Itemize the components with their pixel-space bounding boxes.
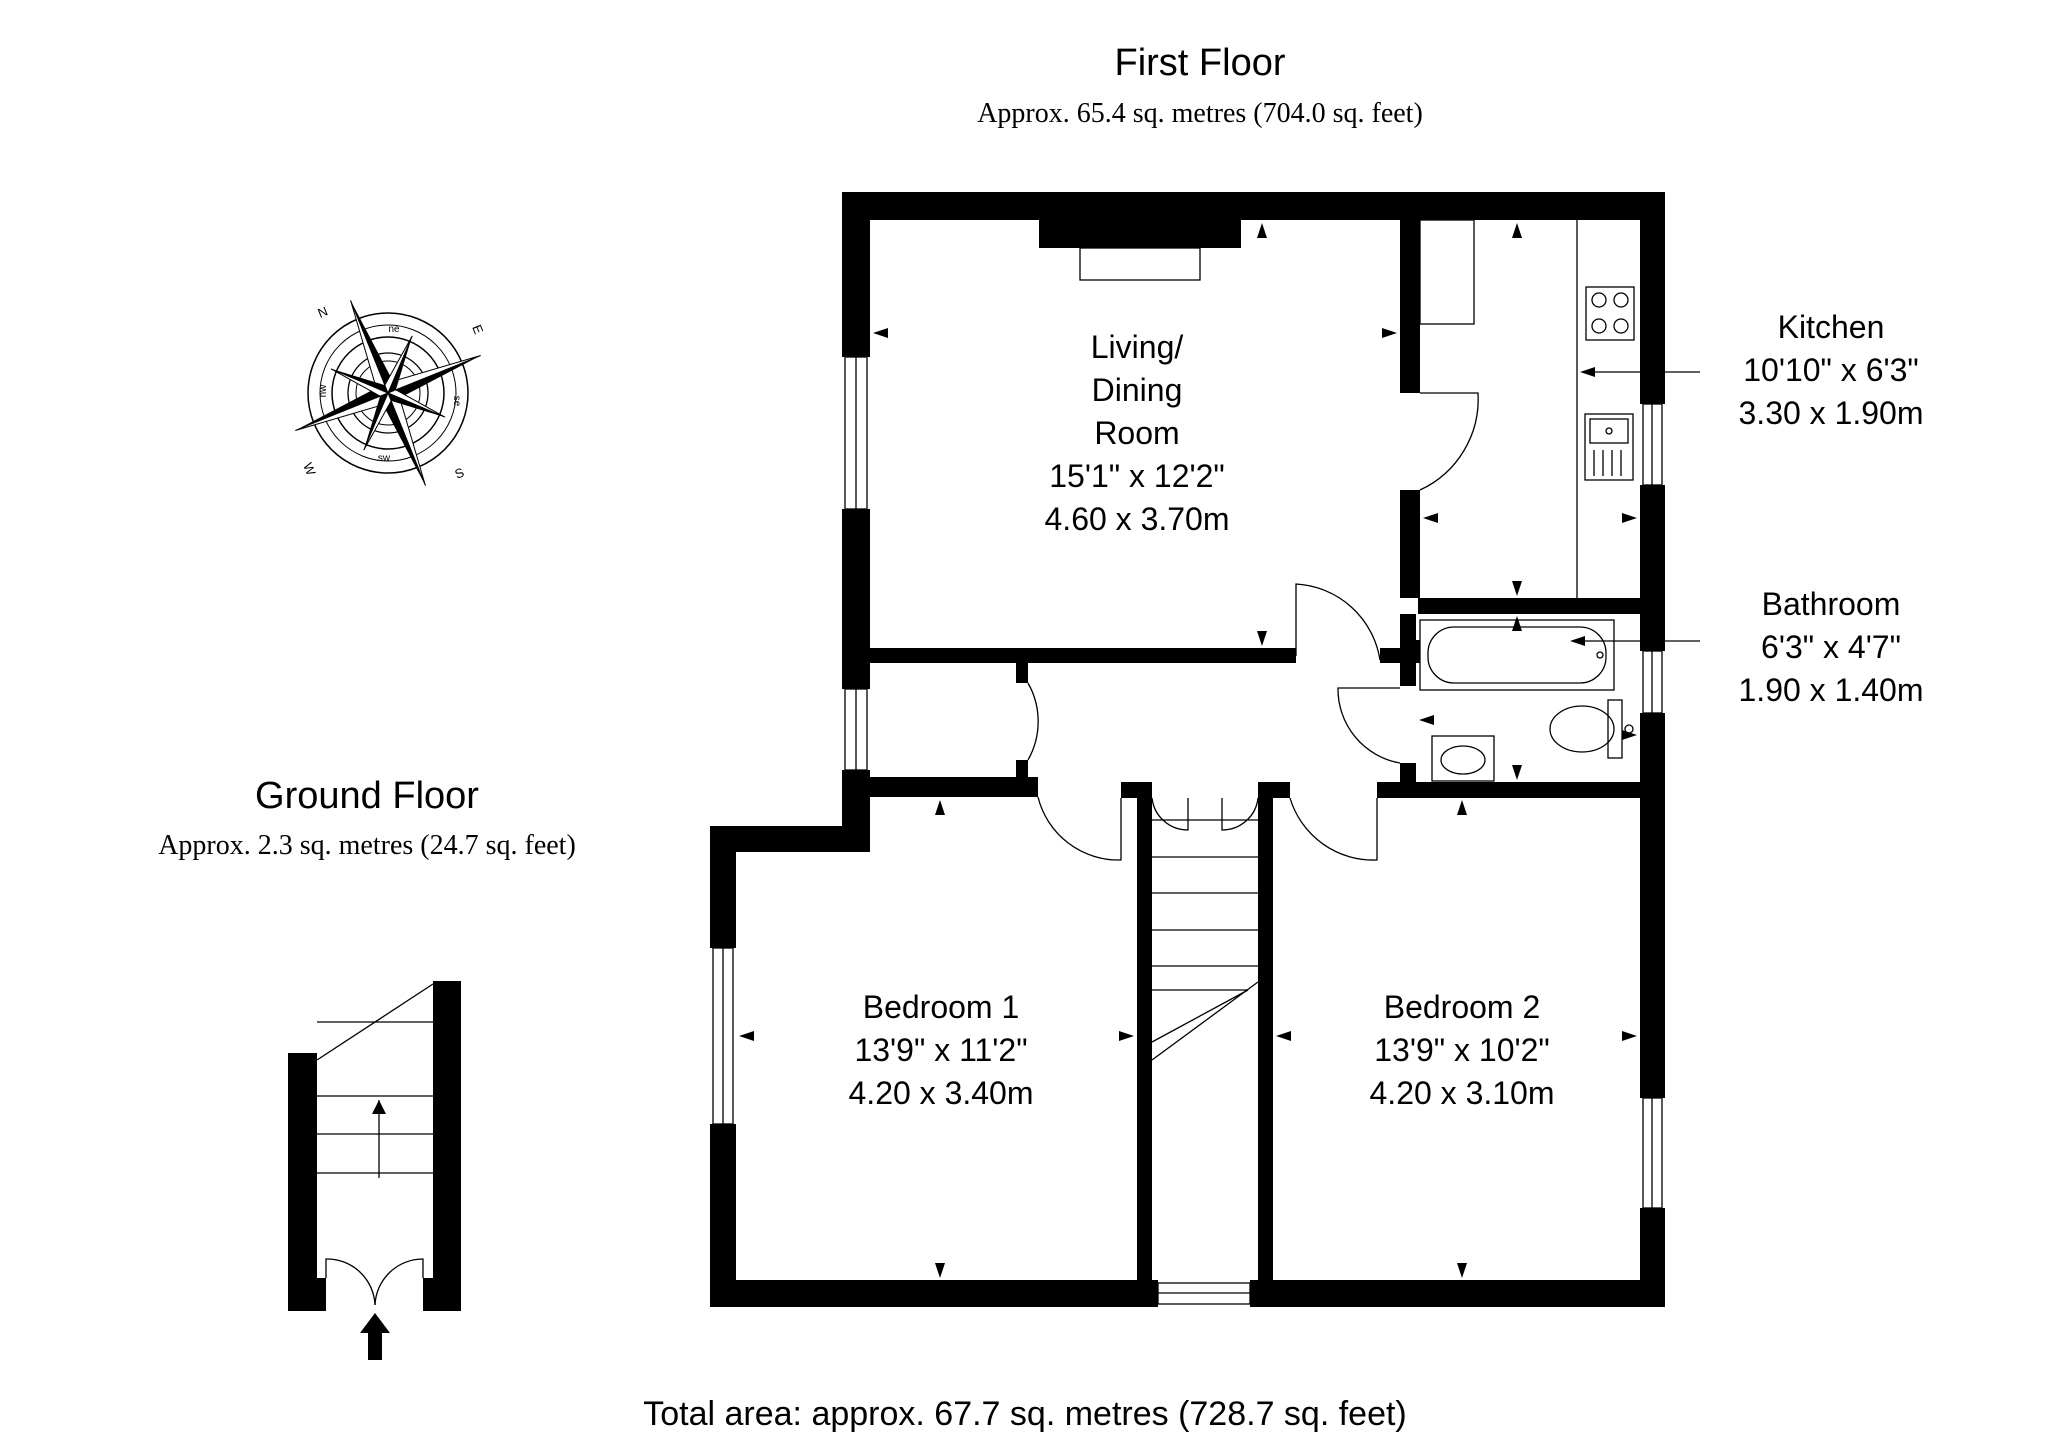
kitchen-sink-icon xyxy=(1584,413,1634,481)
dimension-markers xyxy=(739,223,1700,1278)
windows xyxy=(712,356,1663,1305)
bedroom2-imperial: 13'9" x 10'2" xyxy=(1374,1032,1550,1068)
first-floor-title: First Floor xyxy=(1115,42,1286,84)
bedroom1-metric: 4.20 x 3.40m xyxy=(849,1075,1034,1111)
fixtures xyxy=(1079,219,1635,1061)
ground-floor-area: Approx. 2.3 sq. metres (24.7 sq. feet) xyxy=(158,830,576,861)
compass-w: W xyxy=(300,461,319,479)
ground-floor-title: Ground Floor xyxy=(255,775,479,817)
room-label-living: Living/ Dining Room 15'1" x 12'2" 4.60 x… xyxy=(1045,329,1230,537)
bathroom-name: Bathroom xyxy=(1762,586,1901,622)
bedroom1-imperial: 13'9" x 11'2" xyxy=(854,1032,1027,1068)
bedroom1-name: Bedroom 1 xyxy=(863,989,1020,1025)
kitchen-imperial: 10'10" x 6'3" xyxy=(1743,352,1919,388)
ground-floor-plan xyxy=(288,981,461,1360)
living-name-1: Living/ xyxy=(1091,329,1184,365)
bathroom-imperial: 6'3" x 4'7" xyxy=(1761,629,1901,665)
entrance-arrow-icon xyxy=(360,1313,390,1360)
bedroom2-metric: 4.20 x 3.10m xyxy=(1370,1075,1555,1111)
compass-e: E xyxy=(469,323,486,337)
room-label-bathroom: Bathroom 6'3" x 4'7" 1.90 x 1.40m xyxy=(1739,586,1924,708)
kitchen-name: Kitchen xyxy=(1778,309,1885,345)
living-name-2: Dining xyxy=(1092,372,1183,408)
compass-s: S xyxy=(453,465,467,482)
staircase xyxy=(1151,819,1259,1061)
compass-ne: ne xyxy=(388,324,400,335)
first-floor-walls xyxy=(710,192,1665,1307)
room-label-kitchen: Kitchen 10'10" x 6'3" 3.30 x 1.90m xyxy=(1739,309,1924,431)
compass-se: se xyxy=(451,396,462,407)
hob-icon xyxy=(1585,286,1635,341)
living-name-3: Room xyxy=(1094,415,1179,451)
compass-n: N xyxy=(316,303,330,320)
compass-sw: sw xyxy=(378,453,391,464)
compass-rose-icon: N E S W ne se sw nw xyxy=(295,300,486,486)
bathroom-metric: 1.90 x 1.40m xyxy=(1739,672,1924,708)
kitchen-metric: 3.30 x 1.90m xyxy=(1739,395,1924,431)
room-label-bedroom2: Bedroom 2 13'9" x 10'2" 4.20 x 3.10m xyxy=(1370,989,1555,1111)
total-area: Total area: approx. 67.7 sq. metres (728… xyxy=(643,1395,1407,1433)
living-metric: 4.60 x 3.70m xyxy=(1045,501,1230,537)
doors xyxy=(1027,392,1479,861)
first-floor-area: Approx. 65.4 sq. metres (704.0 sq. feet) xyxy=(977,98,1423,129)
living-imperial: 15'1" x 12'2" xyxy=(1049,458,1225,494)
room-label-bedroom1: Bedroom 1 13'9" x 11'2" 4.20 x 3.40m xyxy=(849,989,1034,1111)
wash-basin-icon xyxy=(1431,735,1495,782)
compass-nw: nw xyxy=(318,384,329,398)
bedroom2-name: Bedroom 2 xyxy=(1384,989,1541,1025)
toilet-icon xyxy=(1549,699,1634,759)
